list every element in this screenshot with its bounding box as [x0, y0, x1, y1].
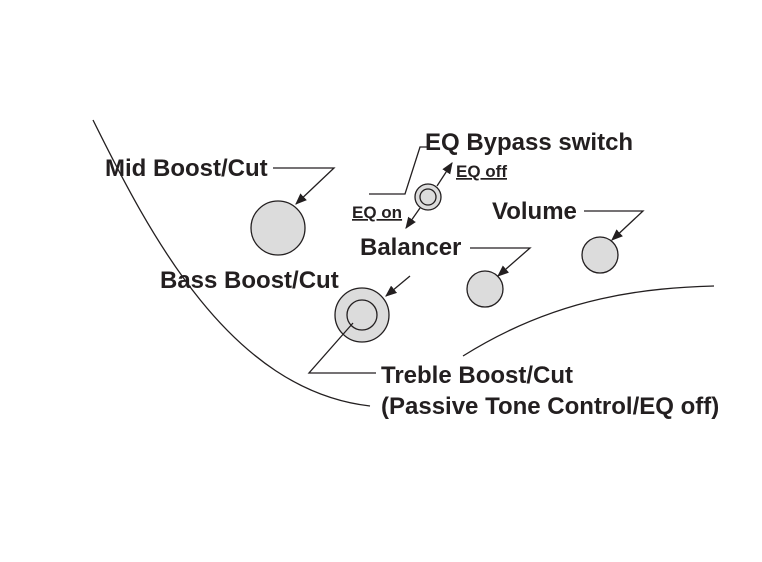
eq-on-arrow — [405, 207, 421, 229]
balancer-knob — [466, 270, 504, 308]
volume-label: Volume — [492, 198, 577, 225]
bass-boost-cut-label: Bass Boost/Cut — [160, 267, 339, 294]
mid-boost-cut-leader — [273, 167, 336, 205]
treble-boost-cut-leader — [307, 322, 376, 374]
bass-boost-cut-arrow — [385, 275, 411, 297]
treble-boost-cut-knob — [346, 299, 378, 331]
body-outline-right-curve — [462, 285, 715, 357]
balancer-leader — [470, 247, 532, 277]
eq-bypass-switch-inner — [419, 188, 437, 206]
eq-bypass-switch-label: EQ Bypass switch — [425, 129, 633, 156]
balancer-label: Balancer — [360, 234, 461, 261]
eq-off-arrow — [436, 162, 453, 187]
volume-knob — [581, 236, 619, 274]
body-outline-left-curve — [92, 119, 371, 407]
eq-bypass-switch-leader — [369, 146, 430, 195]
eq-on-label: EQ on — [352, 203, 402, 222]
mid-boost-cut-label: Mid Boost/Cut — [105, 155, 268, 182]
treble-boost-cut-label: Treble Boost/Cut — [381, 362, 573, 389]
mid-boost-cut-knob — [250, 200, 306, 256]
eq-off-label: EQ off — [456, 162, 507, 181]
volume-leader — [584, 210, 645, 241]
passive-tone-control-label: (Passive Tone Control/EQ off) — [381, 393, 719, 420]
